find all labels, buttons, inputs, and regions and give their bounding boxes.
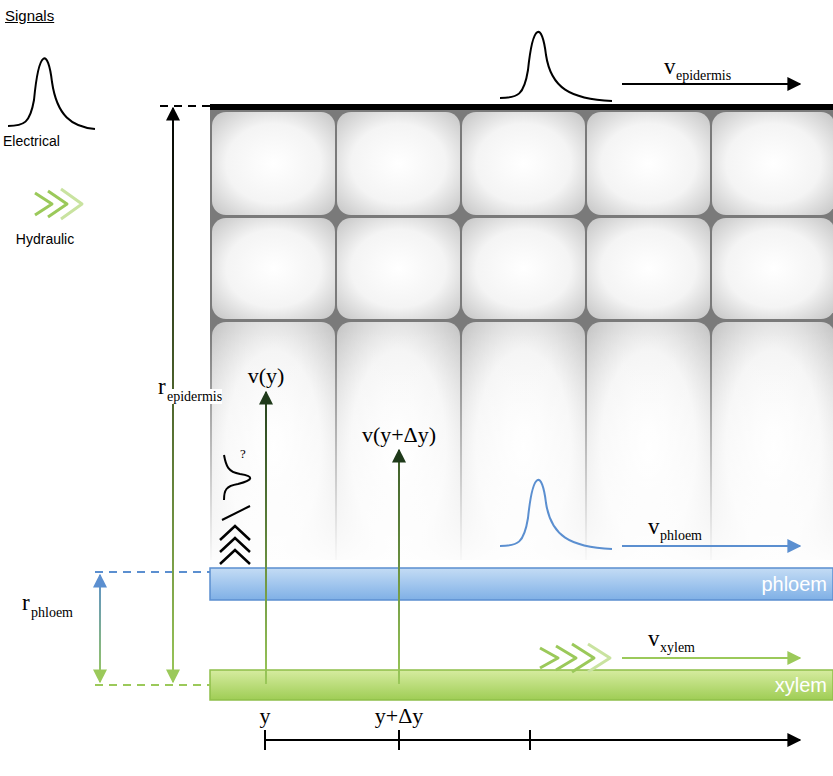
dashed-line xyxy=(160,105,210,107)
plant-cell xyxy=(587,112,710,215)
plant-cell xyxy=(212,112,335,215)
hydraulic-chevrons xyxy=(540,644,610,672)
plant-cell xyxy=(462,112,585,215)
velocity-arrow xyxy=(265,392,267,684)
signal-velocity: v xyxy=(664,54,676,79)
plant-cell xyxy=(212,218,335,319)
radius-label: r xyxy=(22,590,30,615)
dashed-line xyxy=(95,571,210,573)
velocity-label: v(y) xyxy=(248,364,285,388)
plant-cell xyxy=(587,218,710,319)
band-label: xylem xyxy=(775,674,833,697)
legend-text: Electrical xyxy=(3,134,60,149)
velocity-subscript: xylem xyxy=(660,640,695,655)
radius-arrow xyxy=(99,575,101,682)
axis-label: y xyxy=(260,704,271,728)
velocity-arrow xyxy=(622,83,800,85)
legend-heading: Signals xyxy=(5,8,54,25)
phloem-band: phloem xyxy=(210,568,833,600)
plant-cell xyxy=(712,112,833,215)
electrical-pulse xyxy=(500,32,612,101)
axis-tick xyxy=(264,730,266,750)
velocity-subscript: phloem xyxy=(660,528,702,543)
velocity-subscript: epidermis xyxy=(676,68,731,83)
plant-cell xyxy=(337,112,460,215)
axis-tick xyxy=(529,730,531,750)
axis-line xyxy=(265,739,800,741)
legend-text: Hydraulic xyxy=(16,232,74,247)
electrical-pulse xyxy=(500,480,612,549)
tissue-fade xyxy=(210,330,833,572)
axis-label: y+Δy xyxy=(375,704,424,728)
plant-cell xyxy=(712,218,833,319)
velocity-arrow xyxy=(398,450,400,684)
radius-subscript: epidermis xyxy=(167,389,222,404)
radius-subscript: phloem xyxy=(31,605,73,620)
phloem-band xyxy=(210,568,833,600)
unknown-signal-symbol xyxy=(220,455,250,564)
epidermis-line xyxy=(210,104,833,110)
legend-sample xyxy=(8,58,95,129)
band-label: phloem xyxy=(761,573,833,596)
radius-label: r xyxy=(158,374,166,399)
plant-cell xyxy=(337,218,460,319)
axis-tick xyxy=(398,730,400,750)
signal-velocity: v xyxy=(648,514,660,539)
dashed-line xyxy=(95,684,210,686)
signal-velocity: v xyxy=(648,626,660,651)
xylem-band: xylem xyxy=(210,670,833,700)
velocity-arrow xyxy=(622,545,800,547)
xylem-band xyxy=(210,670,833,700)
velocity-arrow xyxy=(622,657,800,659)
legend-sample xyxy=(35,189,82,219)
unknown-mark: ? xyxy=(240,447,246,461)
plant-cell xyxy=(462,218,585,319)
velocity-label: v(y+Δy) xyxy=(362,423,436,447)
